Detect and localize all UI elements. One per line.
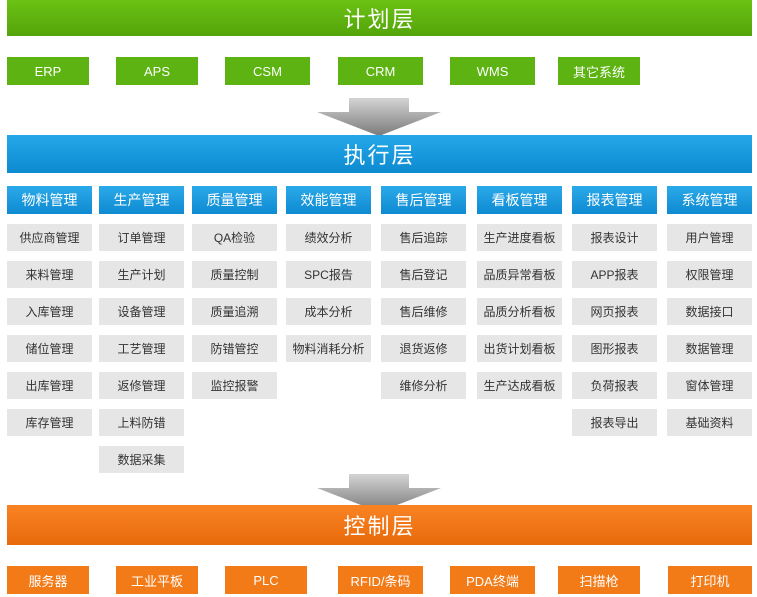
module-item: 质量追溯: [192, 298, 277, 325]
module-header: 物料管理: [7, 186, 92, 214]
plan-system-crm: CRM: [338, 57, 423, 85]
device-pda-terminal: PDA终端: [450, 566, 535, 594]
exec-layer-title: 执行层: [7, 135, 752, 173]
module-item: 基础资料: [667, 409, 752, 436]
module-header: 效能管理: [286, 186, 371, 214]
device-printer: 打印机: [668, 566, 752, 594]
module-item: 工艺管理: [99, 335, 184, 362]
module-material: 物料管理 供应商管理 来料管理 入库管理 储位管理 出库管理 库存管理: [7, 186, 92, 436]
module-item: 窗体管理: [667, 372, 752, 399]
module-quality: 质量管理 QA检验 质量控制 质量追溯 防错管控 监控报警: [192, 186, 277, 399]
module-production: 生产管理 订单管理 生产计划 设备管理 工艺管理 返修管理 上料防错 数据采集: [99, 186, 184, 473]
module-item: 设备管理: [99, 298, 184, 325]
module-header: 生产管理: [99, 186, 184, 214]
module-header: 售后管理: [381, 186, 466, 214]
module-item: 负荷报表: [572, 372, 657, 399]
module-item: 物料消耗分析: [286, 335, 371, 362]
module-item: 退货返修: [381, 335, 466, 362]
module-item: 生产达成看板: [477, 372, 562, 399]
module-header: 报表管理: [572, 186, 657, 214]
module-kanban: 看板管理 生产进度看板 品质异常看板 品质分析看板 出货计划看板 生产达成看板: [477, 186, 562, 399]
module-header: 看板管理: [477, 186, 562, 214]
module-item: 成本分析: [286, 298, 371, 325]
module-item: 数据采集: [99, 446, 184, 473]
module-item: 出货计划看板: [477, 335, 562, 362]
module-item: 入库管理: [7, 298, 92, 325]
module-item: 质量控制: [192, 261, 277, 288]
module-item: 权限管理: [667, 261, 752, 288]
module-item: 返修管理: [99, 372, 184, 399]
module-efficiency: 效能管理 绩效分析 SPC报告 成本分析 物料消耗分析: [286, 186, 371, 362]
module-item: 库存管理: [7, 409, 92, 436]
module-item: 售后登记: [381, 261, 466, 288]
module-item: 报表设计: [572, 224, 657, 251]
module-system: 系统管理 用户管理 权限管理 数据接口 数据管理 窗体管理 基础资料: [667, 186, 752, 436]
module-item: SPC报告: [286, 261, 371, 288]
module-header: 质量管理: [192, 186, 277, 214]
device-server: 服务器: [7, 566, 89, 594]
module-item: 品质异常看板: [477, 261, 562, 288]
down-arrow-icon: [317, 474, 441, 512]
module-item: 数据管理: [667, 335, 752, 362]
control-layer-title: 控制层: [7, 505, 752, 545]
module-item: 品质分析看板: [477, 298, 562, 325]
device-rfid-barcode: RFID/条码: [338, 566, 423, 594]
plan-system-erp: ERP: [7, 57, 89, 85]
plan-system-aps: APS: [116, 57, 198, 85]
module-item: 来料管理: [7, 261, 92, 288]
plan-system-wms: WMS: [450, 57, 535, 85]
module-item: 售后维修: [381, 298, 466, 325]
plan-system-csm: CSM: [225, 57, 310, 85]
module-header: 系统管理: [667, 186, 752, 214]
module-item: 监控报警: [192, 372, 277, 399]
module-item: 绩效分析: [286, 224, 371, 251]
module-item: 数据接口: [667, 298, 752, 325]
module-item: 供应商管理: [7, 224, 92, 251]
module-item: 维修分析: [381, 372, 466, 399]
down-arrow-icon: [317, 98, 441, 136]
module-item: 报表导出: [572, 409, 657, 436]
module-item: 储位管理: [7, 335, 92, 362]
module-item: 用户管理: [667, 224, 752, 251]
module-reports: 报表管理 报表设计 APP报表 网页报表 图形报表 负荷报表 报表导出: [572, 186, 657, 436]
module-item: QA检验: [192, 224, 277, 251]
module-after-sales: 售后管理 售后追踪 售后登记 售后维修 退货返修 维修分析: [381, 186, 466, 399]
module-item: 订单管理: [99, 224, 184, 251]
device-scanner: 扫描枪: [558, 566, 640, 594]
plan-layer-title: 计划层: [7, 0, 752, 36]
module-item: 售后追踪: [381, 224, 466, 251]
module-item: 网页报表: [572, 298, 657, 325]
module-item: 图形报表: [572, 335, 657, 362]
module-item: 生产计划: [99, 261, 184, 288]
module-item: 出库管理: [7, 372, 92, 399]
device-industrial-tablet: 工业平板: [116, 566, 198, 594]
module-item: APP报表: [572, 261, 657, 288]
plan-system-other: 其它系统: [558, 57, 640, 85]
module-item: 生产进度看板: [477, 224, 562, 251]
device-plc: PLC: [225, 566, 307, 594]
module-item: 上料防错: [99, 409, 184, 436]
module-item: 防错管控: [192, 335, 277, 362]
